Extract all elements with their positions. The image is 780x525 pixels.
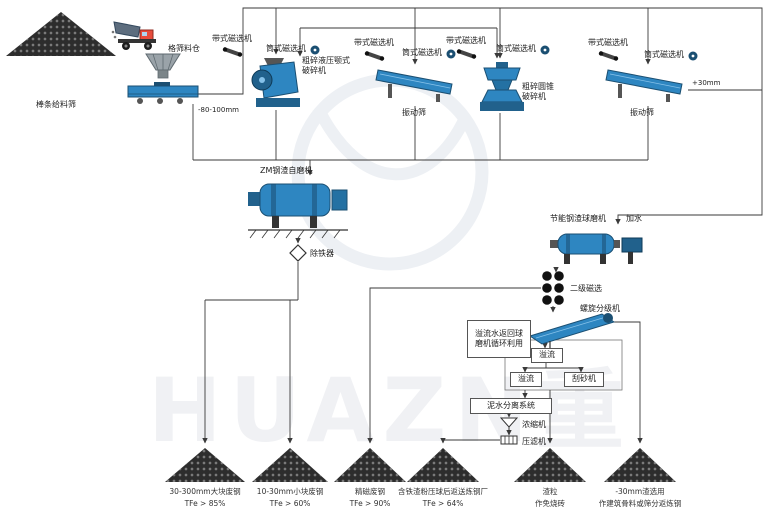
belt-separator-label: 带式磁选机 (212, 34, 252, 43)
drum-separator-icon (446, 49, 456, 59)
product-label: 含铁渣粉压球后返送炼钢厂 TFe > 64% (368, 486, 518, 509)
product-label: 10-30mm小块废钢 TFe > 60% (215, 486, 365, 509)
vibrating-screen-icon (605, 69, 683, 102)
ball-mill-icon (550, 233, 643, 264)
bar-feeder-screen-icon (127, 82, 199, 104)
product-label: -30mm渣选用 作建筑骨料或筛分返炼钢 (565, 486, 715, 509)
vibrating-screen-label: 振动筛 (630, 108, 654, 117)
belt-separator-icon (456, 49, 477, 59)
product-name: 10-30mm小块废钢 (256, 487, 324, 496)
belt-separator-label: 带式磁选机 (354, 38, 394, 47)
drum-separator-label: 筒式磁选机 (496, 44, 536, 53)
vibrating-screen-icon (375, 69, 453, 102)
product-grade: TFe > 64% (422, 498, 464, 508)
drum-separator-icon (540, 45, 550, 55)
iron-remover-icon (289, 244, 307, 262)
grid-silo-label: 格筛料仓 (168, 44, 200, 53)
water-recycle-note: 溢流水返回球 磨机循环利用 (467, 320, 531, 358)
product-label: 渣粒 作免烧砖 (475, 486, 625, 509)
product-name: 渣粒 (542, 487, 558, 496)
sand-scraper-box: 刮砂机 (564, 372, 604, 387)
spiral-classifier-icon (528, 313, 616, 348)
spiral-classifier-label: 螺旋分级机 (580, 304, 620, 313)
product-grade: 作建筑骨料或筛分返炼钢 (598, 498, 682, 508)
dump-truck-icon (111, 21, 156, 50)
belt-separator-label: 带式磁选机 (446, 36, 486, 45)
add-water-label: 加水 (626, 214, 642, 223)
drum-separator-icon (688, 51, 698, 61)
jaw-crusher-label: 粗碎液压颚式 破碎机 (302, 56, 350, 75)
product-grade: TFe > 60% (269, 498, 311, 508)
filter-press-label: 压滤机 (522, 437, 546, 446)
zm-mill-icon (248, 183, 348, 239)
grid-silo-icon (145, 53, 181, 79)
thickener-label: 浓缩机 (522, 420, 546, 429)
belt-separator-icon (222, 47, 243, 57)
filter-press-icon (500, 435, 518, 445)
product-grade: TFe > 90% (349, 498, 391, 508)
product-name: -30mm渣选用 (615, 487, 665, 496)
belt-separator-label: 带式磁选机 (588, 38, 628, 47)
vibrating-screen-label: 振动筛 (402, 108, 426, 117)
drum-separator-label: 筒式磁选机 (644, 50, 684, 59)
cone-crusher-icon (480, 62, 524, 111)
product-name: 精磁废钢 (355, 487, 385, 496)
overflow-box: 溢流 (510, 372, 542, 387)
bar-feeder-screen-label: 棒条给料筛 (36, 100, 76, 109)
overflow-box: 溢流 (531, 348, 563, 363)
ball-mill-label: 节能钢渣球磨机 (550, 214, 606, 223)
drum-separator-icon (310, 45, 320, 55)
belt-separator-icon (364, 51, 385, 61)
jaw-crusher-icon (251, 58, 300, 107)
cone-crusher-label: 粗碎圆锥 破碎机 (522, 82, 554, 101)
thickener-icon (499, 417, 519, 431)
drum-separator-label: 筒式磁选机 (402, 48, 442, 57)
product-grade: 作免烧砖 (535, 498, 565, 508)
iron-remover-label: 除铁器 (310, 249, 334, 258)
oversize-label: +30mm (692, 79, 721, 87)
product-label: 30-300mm大块废钢 TFe > 85% (130, 486, 280, 509)
belt-separator-icon (598, 51, 619, 61)
drum-separator-label: 筒式磁选机 (266, 44, 306, 53)
undersize-label: -80-100mm (198, 106, 239, 114)
product-grade: TFe > 85% (184, 498, 226, 508)
zm-mill-label: ZM钢渣自磨机 (260, 166, 313, 175)
product-name: 30-300mm大块废钢 (169, 487, 241, 496)
product-name: 含铁渣粉压球后返送炼钢厂 (398, 487, 488, 496)
secondary-magnetic-label: 二级磁选 (570, 284, 602, 293)
product-label: 精磁废钢 TFe > 90% (295, 486, 445, 509)
mud-water-system-box: 泥水分离系统 (470, 398, 552, 414)
secondary-magnetic-icon (542, 271, 564, 305)
